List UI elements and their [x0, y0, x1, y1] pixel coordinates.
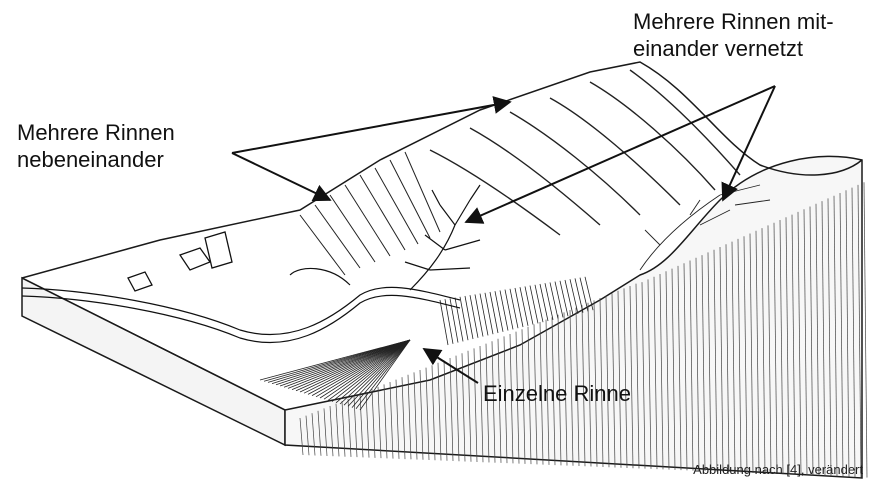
label-parallel-rills: Mehrere Rinnen nebeneinander: [17, 119, 175, 173]
label-line: Mehrere Rinnen mit-: [633, 8, 834, 35]
hatch-line: [864, 182, 867, 477]
label-line: einander vernetzt: [633, 35, 834, 62]
arrow-left-1: [232, 102, 510, 153]
label-line: Mehrere Rinnen: [17, 119, 175, 146]
houses: [128, 232, 232, 291]
label-networked-rills: Mehrere Rinnen mit- einander vernetzt: [633, 8, 834, 62]
label-line: nebeneinander: [17, 146, 175, 173]
fan-line: [296, 340, 410, 391]
arrow-left-2: [232, 153, 330, 200]
label-single-rill: Einzelne Rinne: [483, 380, 631, 407]
parallel-rills: [300, 152, 440, 275]
channel-stripe: [440, 300, 448, 345]
dendritic-rills: [405, 185, 480, 290]
figure-credit: Abbildung nach [4], verändert: [693, 462, 863, 477]
